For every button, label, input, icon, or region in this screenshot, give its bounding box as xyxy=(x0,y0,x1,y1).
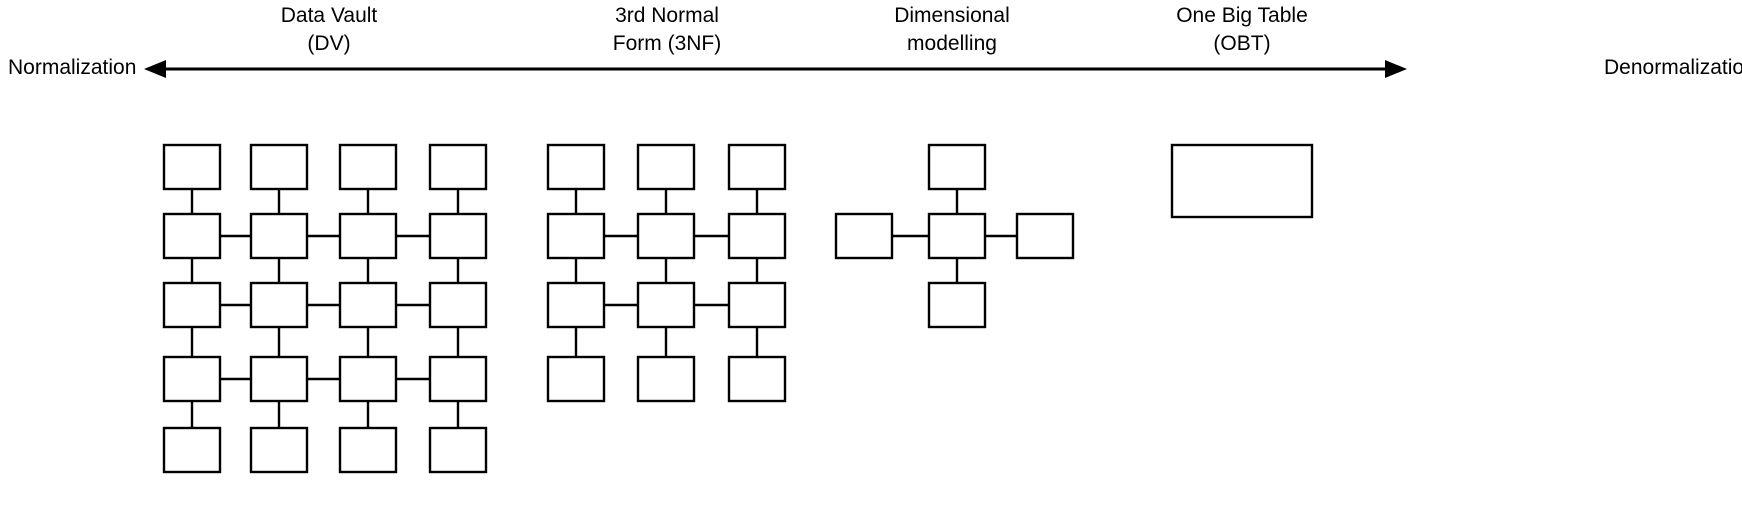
axis-label-normalization: Normalization xyxy=(8,56,136,79)
table-node-box xyxy=(428,212,488,260)
dimensional-modelling-cluster xyxy=(834,143,1075,329)
table-node-box xyxy=(727,143,787,191)
table-node-box xyxy=(636,281,696,329)
table-node-box xyxy=(428,426,488,474)
stage-label-data-vault-line1: Data Vault xyxy=(281,4,378,27)
data-vault-cluster xyxy=(162,143,488,474)
table-node-box xyxy=(727,281,787,329)
stage-labels: Data Vault (DV) 3rd Normal Form (3NF) Di… xyxy=(281,4,1308,55)
stage-label-obt-line2: (OBT) xyxy=(1213,32,1270,55)
stage-label-dimensional-line1: Dimensional xyxy=(894,4,1010,27)
axis-label-denormalization: Denormalization xyxy=(1604,56,1742,79)
dimension-node-box xyxy=(927,143,987,191)
stage-label-dimensional-line2: modelling xyxy=(907,32,997,55)
table-node-box xyxy=(546,143,606,191)
arrow-left-icon xyxy=(144,60,166,78)
table-node-box xyxy=(338,212,398,260)
table-node-box xyxy=(727,212,787,260)
third-normal-form-cluster xyxy=(546,143,787,403)
table-node-box xyxy=(636,143,696,191)
table-node-box xyxy=(249,281,309,329)
table-node-box xyxy=(546,355,606,403)
table-node-box xyxy=(249,426,309,474)
spectrum-axis: Normalization Denormalization xyxy=(8,56,1742,79)
table-node-box xyxy=(162,426,222,474)
table-node-box xyxy=(428,355,488,403)
one-big-table-box xyxy=(1170,143,1314,219)
table-node-box xyxy=(249,143,309,191)
stage-label-data-vault-line2: (DV) xyxy=(307,32,350,55)
arrow-right-icon xyxy=(1385,60,1407,78)
table-node-box xyxy=(727,355,787,403)
table-node-box xyxy=(428,281,488,329)
one-big-table-cluster xyxy=(1170,143,1314,219)
stage-label-obt-line1: One Big Table xyxy=(1176,4,1308,27)
table-node-box xyxy=(249,355,309,403)
table-node-box xyxy=(428,143,488,191)
dimension-node-box xyxy=(834,212,894,260)
dimension-node-box xyxy=(1015,212,1075,260)
table-node-box xyxy=(249,212,309,260)
table-node-box xyxy=(162,355,222,403)
table-node-box xyxy=(338,143,398,191)
table-node-box xyxy=(162,143,222,191)
fact-node-box xyxy=(927,212,987,260)
table-node-box xyxy=(338,426,398,474)
dimension-node-box xyxy=(927,281,987,329)
table-node-box xyxy=(162,281,222,329)
table-node-box xyxy=(338,355,398,403)
stage-label-3nf-line1: 3rd Normal xyxy=(615,4,719,27)
table-node-box xyxy=(546,212,606,260)
table-node-box xyxy=(636,355,696,403)
table-node-box xyxy=(338,281,398,329)
stage-label-3nf-line2: Form (3NF) xyxy=(613,32,722,55)
table-node-box xyxy=(546,281,606,329)
table-node-box xyxy=(636,212,696,260)
table-node-box xyxy=(162,212,222,260)
